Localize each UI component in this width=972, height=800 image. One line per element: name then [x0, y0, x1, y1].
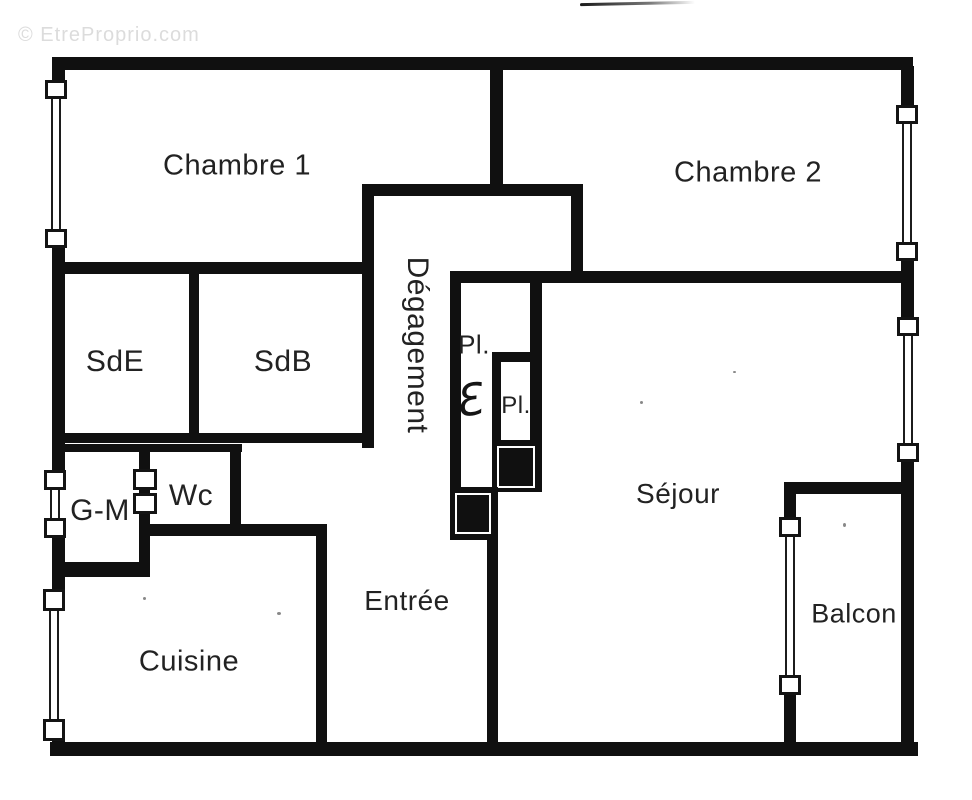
scan-speck	[733, 371, 736, 373]
wall-pl-small-top	[492, 352, 542, 362]
wall-wc-right	[230, 444, 241, 533]
room-label-entree: Entrée	[364, 585, 450, 616]
window-gm	[44, 470, 66, 538]
room-label-sejour: Séjour	[636, 478, 720, 509]
window-balcon-door	[779, 517, 801, 695]
room-label-pl-small: Pl.	[501, 392, 531, 419]
wall-balcon-top	[785, 482, 914, 494]
wall-gm-bottom	[52, 562, 150, 577]
scan-artifact-line	[579, 0, 696, 7]
window-sejour	[897, 317, 919, 462]
room-label-chambre1: Chambre 1	[163, 149, 311, 182]
scan-speck	[843, 523, 846, 527]
wall-sde-sdb-divider	[189, 268, 199, 440]
handwritten-script-e: Ɛ	[451, 373, 485, 429]
room-label-sde: SdE	[85, 345, 145, 378]
scan-speck	[143, 597, 146, 600]
wall-closet-right	[530, 271, 542, 492]
wall-chambre1-chambre2-divider	[490, 60, 503, 196]
room-label-cuisine: Cuisine	[138, 645, 240, 678]
wall-degagement-top	[362, 184, 583, 196]
window-chambre1	[45, 80, 67, 248]
scan-speck	[277, 612, 281, 615]
wall-chambre1-bottom	[52, 262, 374, 274]
window-chambre2	[896, 105, 918, 261]
duct-shaft-lower	[450, 487, 498, 540]
duct-shaft-upper	[492, 440, 542, 492]
room-label-sdb: SdB	[253, 345, 313, 378]
room-label-pl-large: Pl.	[458, 329, 490, 360]
wall-exterior-bottom	[50, 742, 918, 756]
wall-entree-sejour-divider	[487, 528, 498, 756]
room-label-chambre2: Chambre 2	[674, 156, 822, 189]
room-label-balcon: Balcon	[811, 598, 897, 629]
watermark: © EtreProprio.com	[18, 24, 200, 46]
wall-exterior-top	[57, 57, 913, 70]
door-jamb-gm-lower	[133, 493, 157, 514]
scan-speck	[640, 401, 643, 404]
room-label-gm: G-M	[70, 494, 130, 527]
room-label-wc: Wc	[168, 479, 214, 512]
wall-pl-small-left	[492, 352, 501, 448]
wall-closet-left	[450, 271, 461, 540]
room-label-degagement: Dégagement	[401, 256, 434, 434]
wall-degagement-right-upper	[571, 184, 583, 283]
wall-degagement-left	[362, 184, 374, 448]
wall-cuisine-right	[316, 524, 327, 756]
window-cuisine	[43, 589, 65, 741]
wall-sde-sdb-bottom	[52, 433, 374, 443]
wall-cuisine-top	[139, 524, 327, 536]
door-jamb-gm-upper	[133, 469, 157, 490]
wall-sejour-top	[450, 271, 914, 283]
